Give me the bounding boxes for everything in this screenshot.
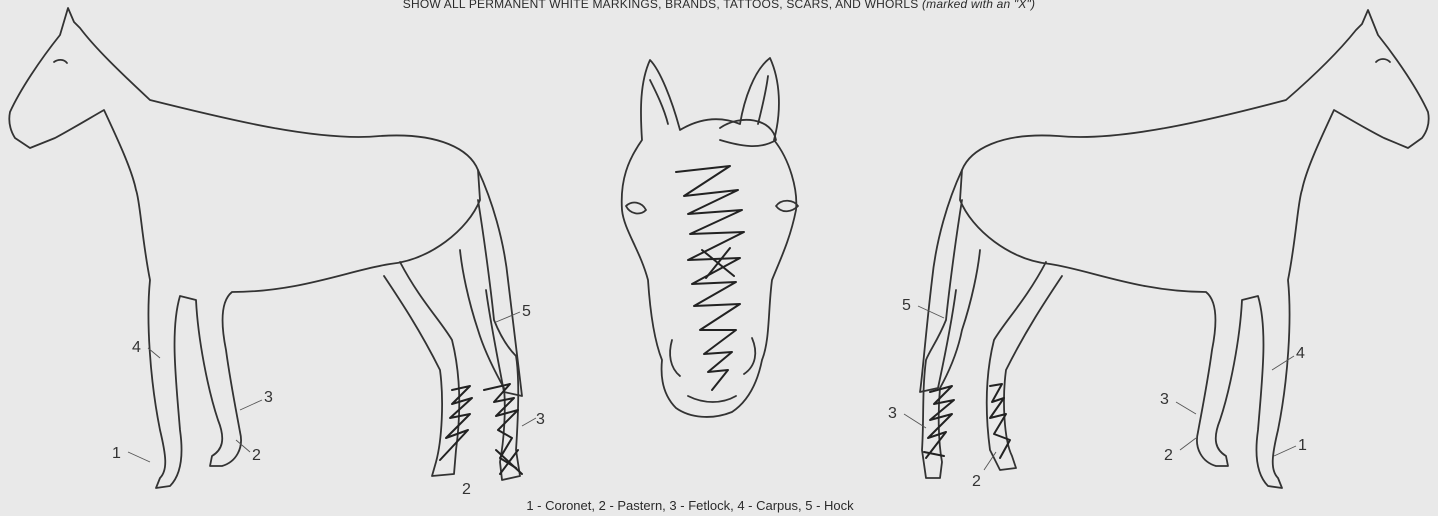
face-right-eye: [776, 201, 798, 212]
left-hind-label-fetlock: 3: [536, 411, 545, 428]
left-horse-eye: [54, 60, 67, 63]
left-label-pastern: 2: [252, 447, 261, 464]
left-hind-label-pastern: 2: [462, 481, 471, 498]
left-label-hock: 5: [522, 303, 531, 320]
face-mouth: [688, 396, 736, 402]
left-horse-tail: [478, 170, 522, 396]
right-horse-eye: [1376, 59, 1390, 62]
right-horse-hind-outer: [987, 262, 1062, 470]
face-front-view: [622, 58, 798, 417]
right-horse-outline: [960, 10, 1429, 488]
face-outline: [622, 58, 797, 417]
left-horse-hind-outer: [384, 262, 459, 476]
right-label-carpus: 4: [1296, 345, 1305, 362]
anatomy-legend: 1 - Coronet, 2 - Pastern, 3 - Fetlock, 4…: [0, 498, 1380, 513]
right-side-leader-lines: [904, 306, 1296, 470]
face-forelock: [720, 120, 776, 146]
left-label-fetlock: 3: [264, 389, 273, 406]
left-hind-leg-markings: [440, 384, 522, 474]
face-left-eye: [626, 203, 646, 214]
face-blaze-marking: [676, 166, 744, 390]
left-side-horse: 1 2 3 4 5 2 3: [9, 8, 545, 498]
right-side-horse: 5 3 2 3 2 4 1: [888, 10, 1429, 490]
right-hind-label-pastern: 2: [972, 473, 981, 490]
left-label-coronet: 1: [112, 445, 121, 462]
left-horse-outline: [9, 8, 480, 488]
right-label-coronet: 1: [1298, 437, 1307, 454]
face-right-ear-inner: [758, 76, 768, 124]
left-label-carpus: 4: [132, 339, 141, 356]
right-hind-leg-markings: [924, 384, 1010, 458]
right-label-hock: 5: [902, 297, 911, 314]
left-side-leader-lines: [128, 312, 536, 462]
right-hind-label-fetlock: 3: [888, 405, 897, 422]
right-label-fetlock: 3: [1160, 391, 1169, 408]
right-label-pastern: 2: [1164, 447, 1173, 464]
face-left-nostril: [670, 340, 680, 376]
face-right-nostril: [744, 338, 755, 374]
